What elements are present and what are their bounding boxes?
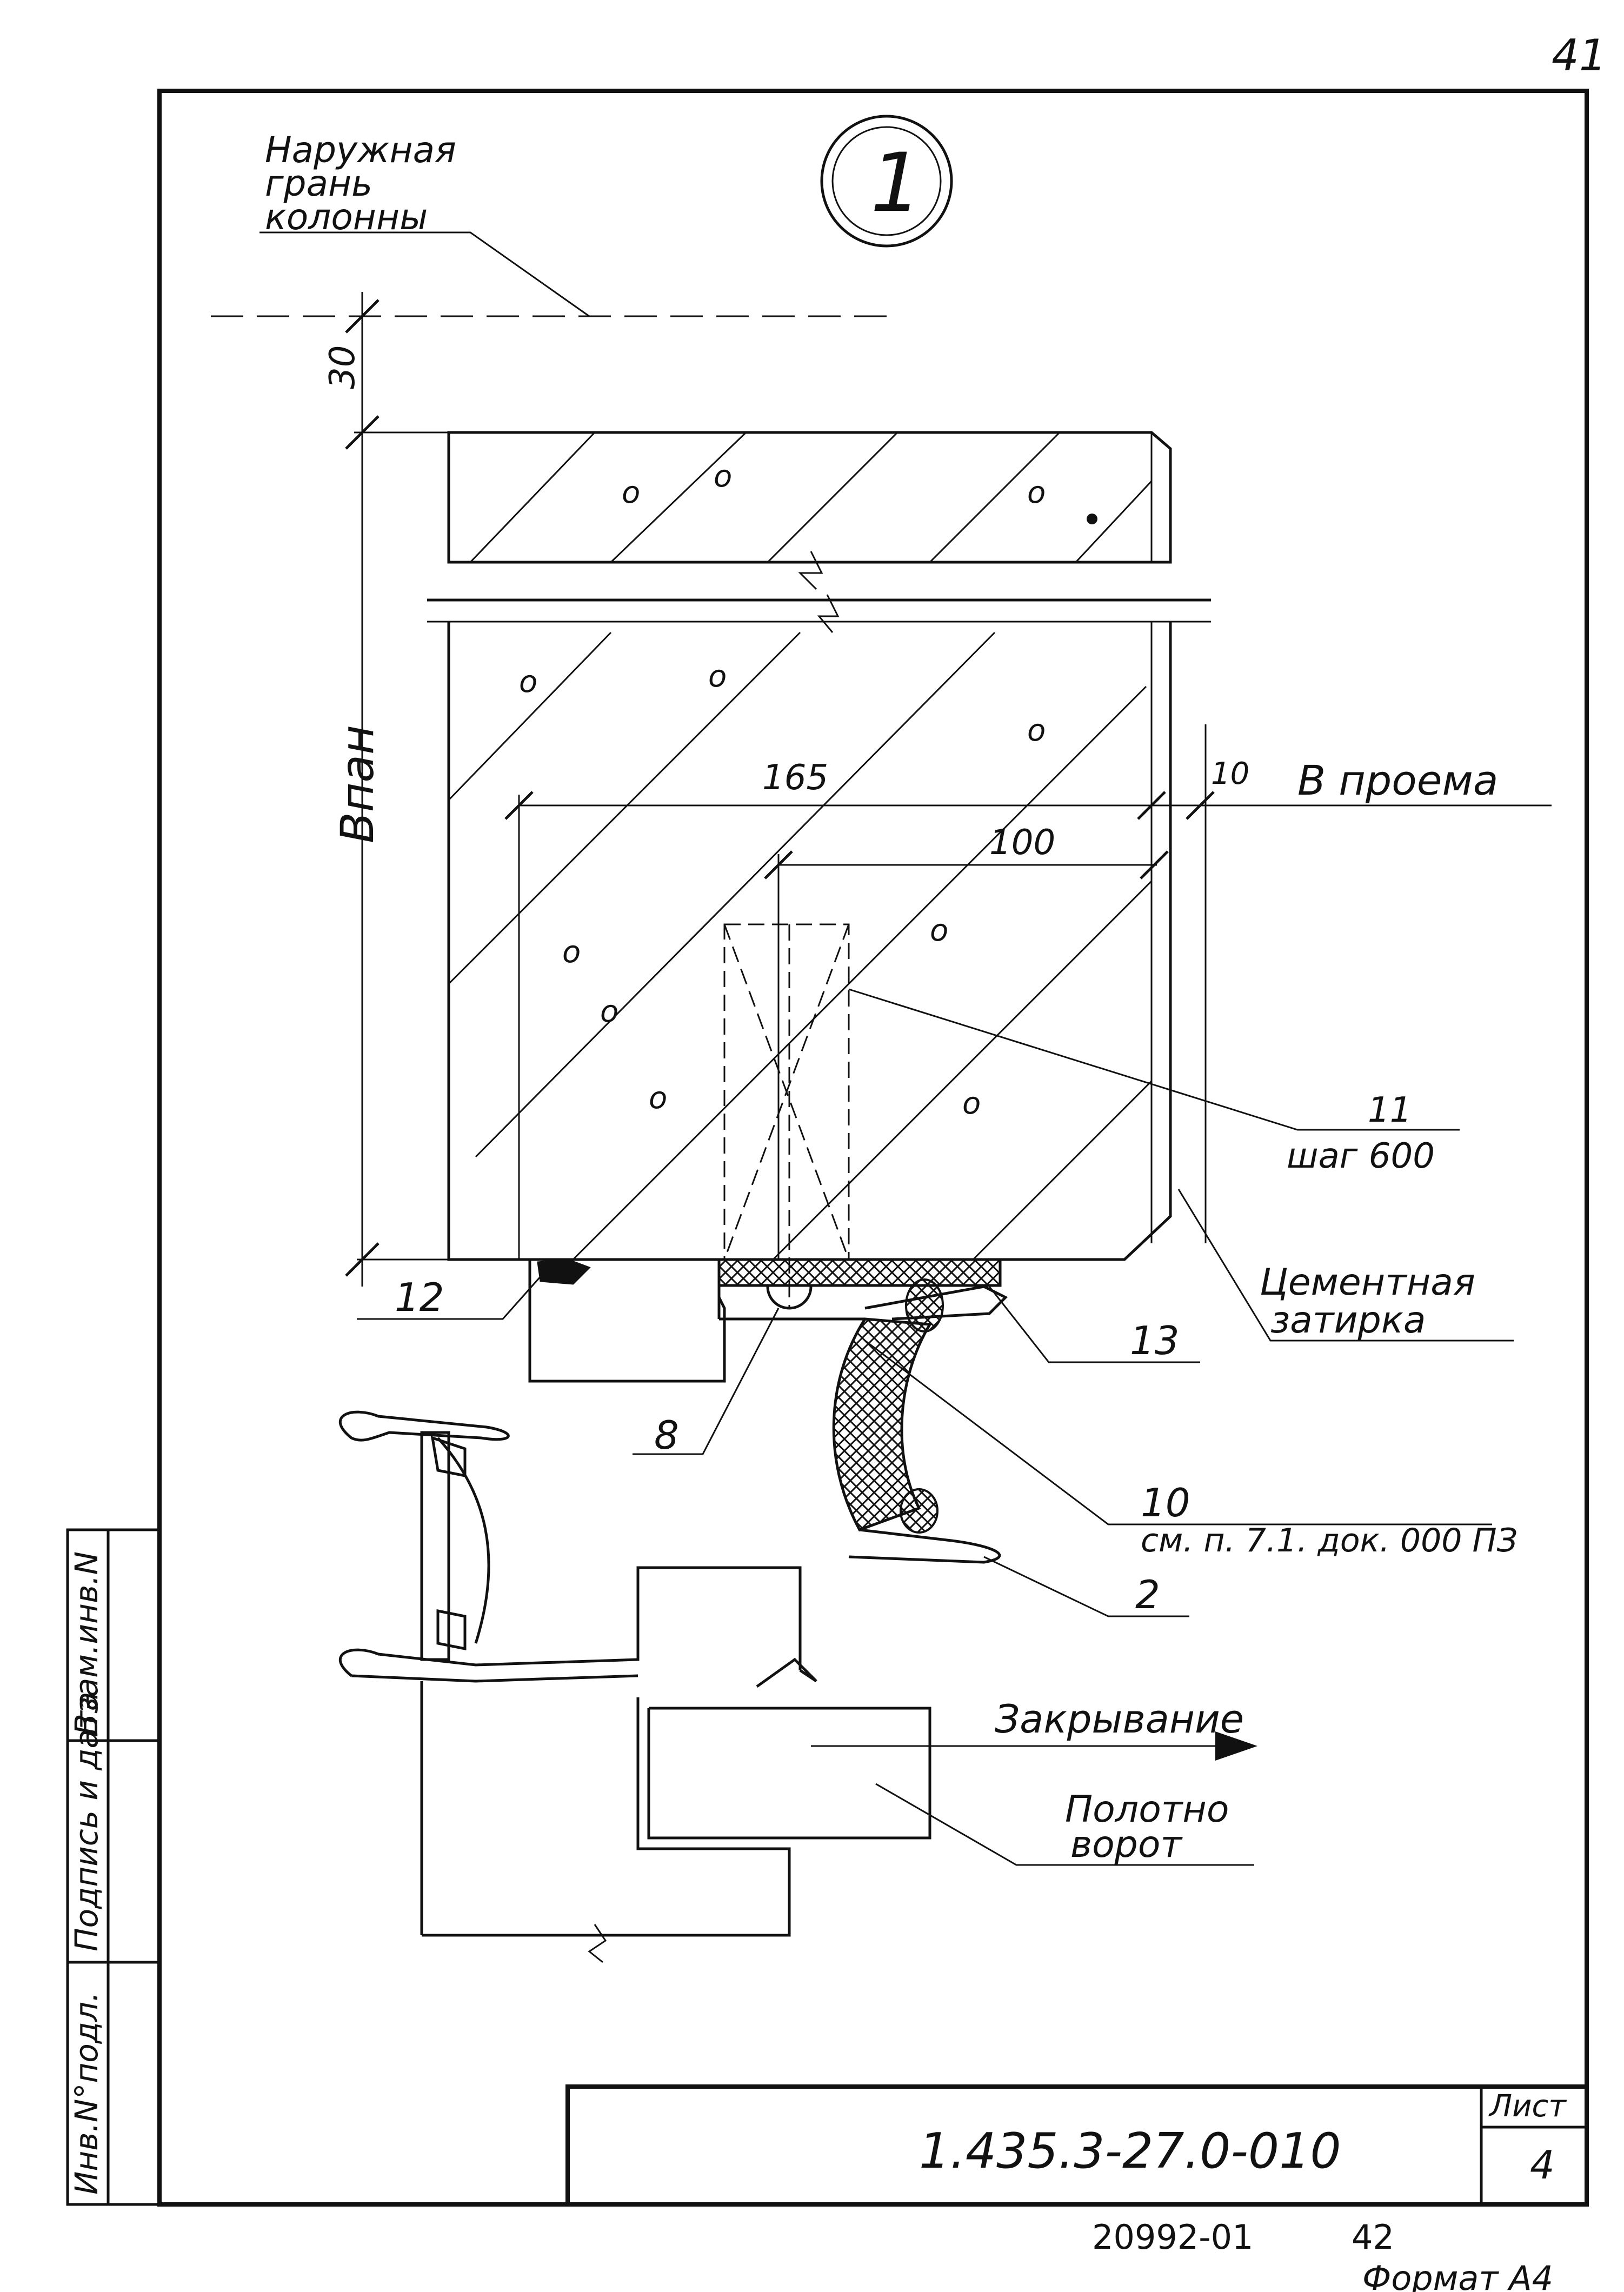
- anchor-element: [723, 923, 850, 1308]
- closing-arrow: Закрывание: [811, 1696, 1257, 1761]
- format-label: Формат А4: [1362, 2258, 1553, 2292]
- opening-label: B проема: [1297, 756, 1498, 804]
- callout-2: 2: [983, 1556, 1189, 1617]
- svg-text:o: o: [1027, 475, 1046, 510]
- svg-text:10: 10: [1141, 1480, 1190, 1525]
- dim-165: 165: [762, 758, 828, 798]
- svg-text:8: 8: [654, 1412, 679, 1458]
- footer: 20992-01 42 Формат А4: [1092, 2217, 1553, 2292]
- callout-cement: Цементная затирка: [1177, 1189, 1514, 1342]
- svg-text:o: o: [622, 475, 640, 510]
- svg-text:шаг 600: шаг 600: [1287, 1136, 1435, 1176]
- svg-text:o: o: [962, 1086, 981, 1121]
- callout-8: 8: [633, 1308, 780, 1458]
- gate-leaf-seal: [338, 1410, 802, 1683]
- svg-text:o: o: [562, 935, 581, 970]
- stamp-inv-orig: Инв.N°подл.: [68, 1992, 105, 2195]
- stamp-replacement: Взам.инв.N: [68, 1551, 105, 1735]
- svg-text:затирка: затирка: [1270, 1299, 1426, 1342]
- svg-text:11: 11: [1368, 1090, 1412, 1130]
- svg-text:o: o: [930, 913, 948, 948]
- vertical-dimension: 30 Bпан: [323, 292, 449, 1287]
- svg-text:колонны: колонны: [265, 196, 428, 238]
- svg-text:o: o: [519, 664, 537, 699]
- dim-30: 30: [323, 345, 363, 389]
- gate-leaf-body: [420, 1657, 931, 1963]
- copy-number: 42: [1352, 2217, 1394, 2257]
- svg-text:13: 13: [1130, 1318, 1180, 1363]
- svg-text:o: o: [708, 659, 727, 694]
- rubber-seal-10: 10 см. п. 7.1. док. 000 ПЗ: [832, 1278, 1517, 1564]
- sheet-label: Лист: [1488, 2089, 1567, 2124]
- title-block: 1.435.3-27.0-010 Лист 4: [565, 2084, 1589, 2207]
- detail-marker-number: 1: [870, 136, 922, 230]
- frame-profile: [528, 1258, 726, 1383]
- svg-text:o: o: [649, 1081, 667, 1116]
- gate-leaf-label: Полотно ворот: [875, 1783, 1254, 1866]
- dimension-165: 165 10 B проема: [504, 724, 1552, 1260]
- outer-face-label: Наружная грань колонны: [211, 129, 897, 317]
- svg-text:Полотно: Полотно: [1065, 1788, 1229, 1831]
- page-number: 41: [1552, 30, 1607, 81]
- svg-text:Наружная: Наружная: [265, 129, 456, 171]
- dimension-100: 100: [764, 823, 1169, 1260]
- detail-marker: 1: [820, 115, 953, 248]
- svg-text:ворот: ворот: [1070, 1823, 1183, 1866]
- callout-11: 11 шаг 600: [848, 988, 1460, 1176]
- svg-text:o: o: [1027, 713, 1046, 748]
- svg-text:Цементная: Цементная: [1260, 1261, 1475, 1304]
- svg-text:см. п. 7.1. док. 000 ПЗ: см. п. 7.1. док. 000 ПЗ: [1141, 1522, 1517, 1560]
- seal-strip-13: 13: [717, 1258, 1200, 1363]
- stamp-signature-date: Подпись и дата: [68, 1692, 105, 1951]
- dim-100: 100: [989, 823, 1055, 863]
- svg-text:2: 2: [1135, 1572, 1160, 1617]
- svg-text:12: 12: [395, 1275, 444, 1320]
- wall-panel-upper: o o o: [447, 431, 1172, 590]
- side-stamp: Инв.N°подл. Подпись и дата Взам.инв.N: [66, 1528, 161, 2206]
- dim-10: 10: [1211, 756, 1249, 791]
- archive-number: 20992-01: [1092, 2217, 1254, 2257]
- doc-code: 1.435.3-27.0-010: [919, 2123, 1341, 2180]
- sheet-number: 4: [1530, 2142, 1555, 2188]
- callout-12: 12: [357, 1270, 547, 1320]
- dim-height: Bпан: [331, 725, 384, 843]
- wall-panel-lower: o o o o o o o o: [447, 622, 1172, 1261]
- closing-label: Закрывание: [995, 1696, 1244, 1742]
- svg-text:грань: грань: [265, 163, 372, 204]
- svg-text:o: o: [714, 459, 732, 494]
- svg-text:o: o: [600, 994, 618, 1029]
